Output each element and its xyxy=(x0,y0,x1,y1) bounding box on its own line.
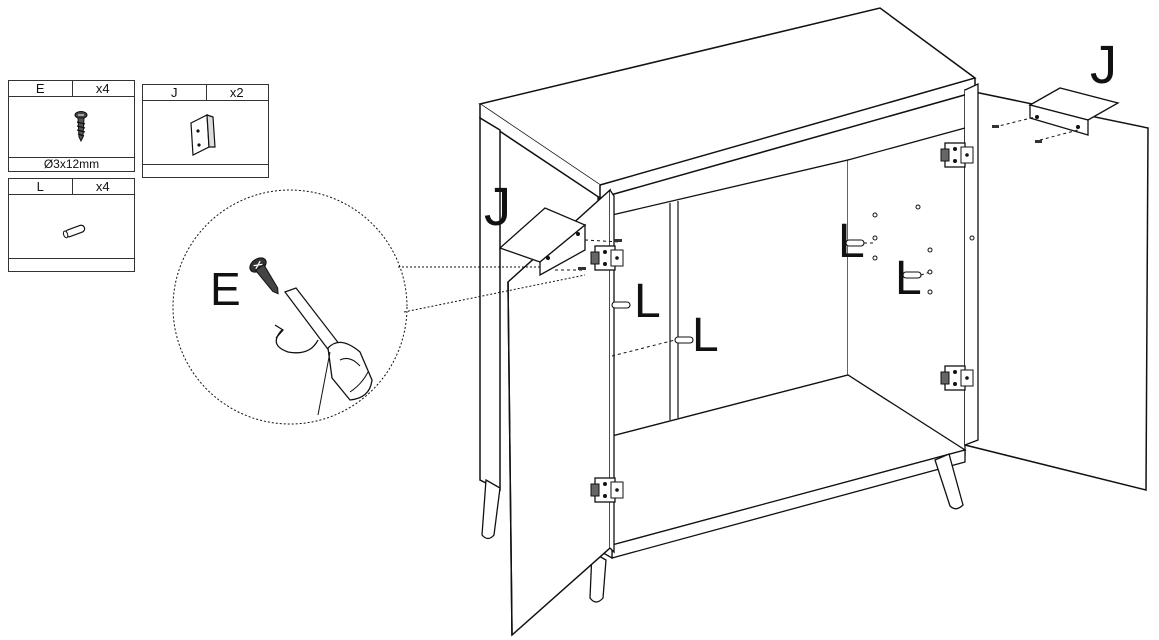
part-l-qty: x4 xyxy=(95,179,110,194)
part-l-code: L xyxy=(9,179,73,194)
part-e-size: Ø3x12mm xyxy=(9,157,134,171)
callout-j-right: J xyxy=(1090,35,1117,95)
callout-l-right-1: L xyxy=(838,215,865,268)
hinge-left-top xyxy=(590,245,624,271)
screwdriver-icon xyxy=(284,287,373,416)
hinge-right-bottom xyxy=(940,365,974,391)
callout-l-left-2: L xyxy=(692,309,719,362)
hinge-left-bottom xyxy=(590,477,624,503)
part-e-code: E xyxy=(9,81,73,96)
leg-front xyxy=(589,550,607,603)
callout-l-right-2: L xyxy=(895,252,922,305)
leg-right xyxy=(934,453,964,510)
zoom-bubble xyxy=(172,189,408,425)
part-j-code: J xyxy=(143,85,207,100)
part-e-qty: x4 xyxy=(95,81,110,96)
bracket-icon xyxy=(190,114,216,156)
part-box-e: E x4 Ø3x12mm xyxy=(8,80,135,172)
leg-left-back xyxy=(481,478,501,540)
part-j-qty: x2 xyxy=(229,85,244,100)
dowel-icon xyxy=(62,224,86,239)
callout-l-left-1: L xyxy=(634,275,661,328)
right-door xyxy=(964,89,1149,491)
callout-e-zoom: E xyxy=(210,263,241,315)
hinge-right-top xyxy=(940,142,974,168)
part-box-l: L x4 xyxy=(8,178,135,272)
callout-j-left: J xyxy=(484,177,511,237)
screw-icon xyxy=(74,111,88,143)
cabinet-left-side xyxy=(479,116,501,492)
zoom-screw-icon xyxy=(249,257,279,295)
rotation-arrow-icon xyxy=(275,329,319,354)
part-box-j: J x2 xyxy=(142,84,269,178)
